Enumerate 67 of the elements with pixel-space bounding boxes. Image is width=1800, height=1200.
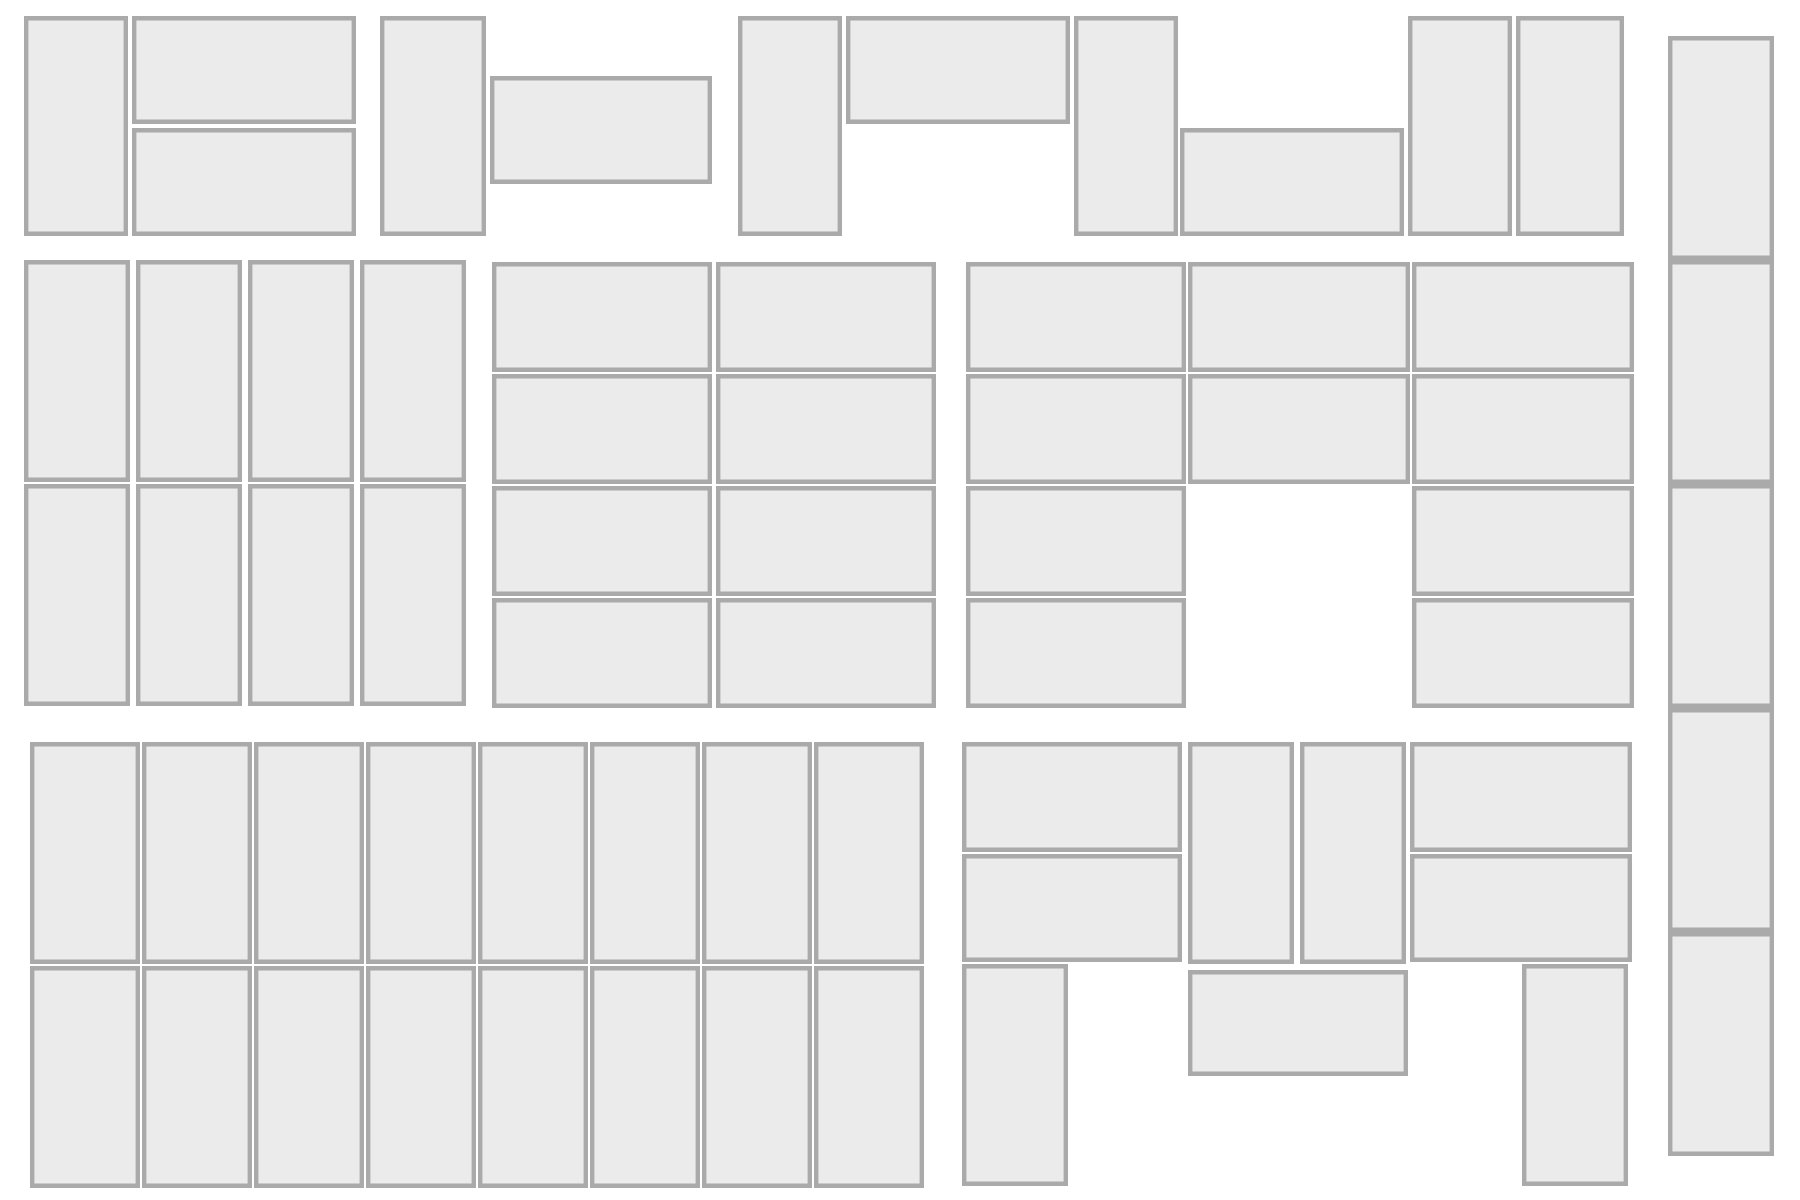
tile-box	[1668, 36, 1774, 260]
tile-box	[248, 484, 354, 707]
tile-box	[360, 260, 466, 482]
tile-box	[962, 854, 1182, 963]
tile-box	[1410, 854, 1632, 963]
tile-box	[1410, 742, 1632, 852]
tile-box	[136, 484, 242, 707]
tile-box	[490, 76, 712, 184]
tile-box	[1516, 16, 1624, 236]
tile-box	[478, 966, 588, 1188]
tile-box	[1412, 262, 1634, 372]
tile-box	[716, 598, 936, 708]
tile-box	[24, 484, 130, 707]
tile-box	[716, 486, 936, 596]
tile-box	[132, 16, 356, 124]
tile-box	[248, 260, 354, 482]
tile-box	[24, 260, 130, 482]
tile-box	[142, 966, 252, 1188]
tile-box	[366, 966, 476, 1188]
tile-box	[1188, 374, 1410, 484]
tile-box	[1074, 16, 1178, 236]
tile-box	[360, 484, 466, 707]
tile-box	[254, 966, 364, 1188]
tile-box	[814, 742, 924, 965]
tile-box	[846, 16, 1070, 124]
tile-box	[1522, 964, 1628, 1186]
tile-box	[1668, 708, 1774, 933]
tile-box	[1188, 742, 1294, 965]
tile-box	[1412, 486, 1634, 596]
tile-box	[1668, 484, 1774, 708]
tile-box	[492, 486, 712, 596]
tile-box	[492, 374, 712, 484]
tile-box	[30, 742, 140, 965]
tile-box	[702, 966, 812, 1188]
tile-box	[702, 742, 812, 965]
tile-box	[492, 598, 712, 708]
tile-box	[1412, 374, 1634, 484]
tile-box	[814, 966, 924, 1188]
tile-box	[380, 16, 486, 236]
tile-box	[142, 742, 252, 965]
tile-box	[966, 598, 1186, 708]
tile-box	[30, 966, 140, 1188]
tile-box	[966, 486, 1186, 596]
tile-box	[590, 742, 700, 965]
tile-box	[136, 260, 242, 482]
tile-box	[966, 262, 1186, 372]
tile-box	[24, 16, 128, 236]
tile-box	[966, 374, 1186, 484]
tile-box	[1188, 262, 1410, 372]
tile-box	[254, 742, 364, 965]
tile-box	[590, 966, 700, 1188]
tile-box	[132, 128, 356, 236]
tile-box	[366, 742, 476, 965]
tile-box	[1668, 260, 1774, 484]
tile-box	[1408, 16, 1512, 236]
tile-box	[1668, 932, 1774, 1156]
tile-box	[716, 374, 936, 484]
tile-box	[738, 16, 842, 236]
tile-box	[962, 742, 1182, 852]
tile-box	[716, 262, 936, 372]
tile-box	[478, 742, 588, 965]
tile-box	[1412, 598, 1634, 708]
tile-box	[1188, 970, 1408, 1076]
tile-box	[1300, 742, 1406, 965]
tile-box	[492, 262, 712, 372]
tile-box	[962, 964, 1068, 1186]
tile-box	[1180, 128, 1404, 236]
